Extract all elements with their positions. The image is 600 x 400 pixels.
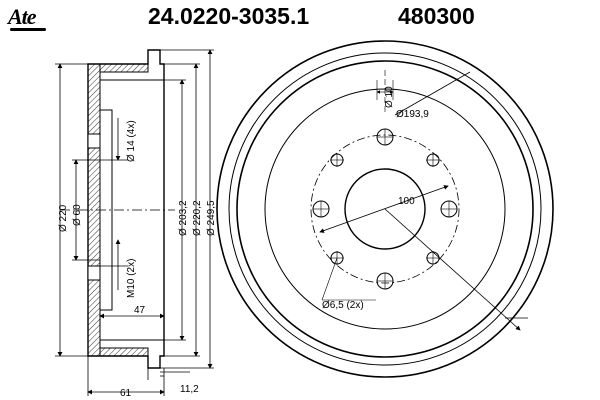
- logo-swoosh: [10, 28, 46, 31]
- header: Ate 24.0220-3035.1 480300: [0, 0, 600, 36]
- part-number: 24.0220-3035.1: [148, 3, 310, 29]
- dim-w47: 47: [134, 305, 146, 316]
- dim-d60: Ø 60: [72, 204, 83, 226]
- dim-d2032: Ø 203,2: [178, 200, 189, 236]
- dim-d1939: Ø193,9: [396, 109, 429, 120]
- front-view: [216, 40, 554, 378]
- dim-m10: M10 (2x): [126, 259, 137, 298]
- dim-d10: Ø 10: [384, 86, 395, 108]
- left-dimension-lines: [55, 63, 128, 357]
- dim-w112: 11,2: [180, 384, 199, 395]
- brake-surface-ring: [236, 60, 534, 358]
- dim-d220: Ø 220: [58, 204, 69, 232]
- dim-d14: Ø 14 (4x): [126, 120, 137, 162]
- reference-code: 480300: [398, 3, 475, 29]
- dim-d2495: Ø 249,5: [206, 200, 217, 236]
- right-dimension-lines: [160, 49, 214, 369]
- outer-ring: [216, 40, 554, 378]
- dim-d65: Ø6,5 (2x): [322, 300, 364, 311]
- rim-ring: [228, 52, 542, 366]
- dim-w61: 61: [120, 388, 132, 399]
- dim-d100: 100: [398, 196, 415, 207]
- bottom-dimension-lines: [87, 313, 190, 396]
- logo-text: Ate: [8, 4, 37, 29]
- ate-logo: Ate: [8, 4, 46, 31]
- dim-d2202: Ø 220,2: [192, 200, 203, 236]
